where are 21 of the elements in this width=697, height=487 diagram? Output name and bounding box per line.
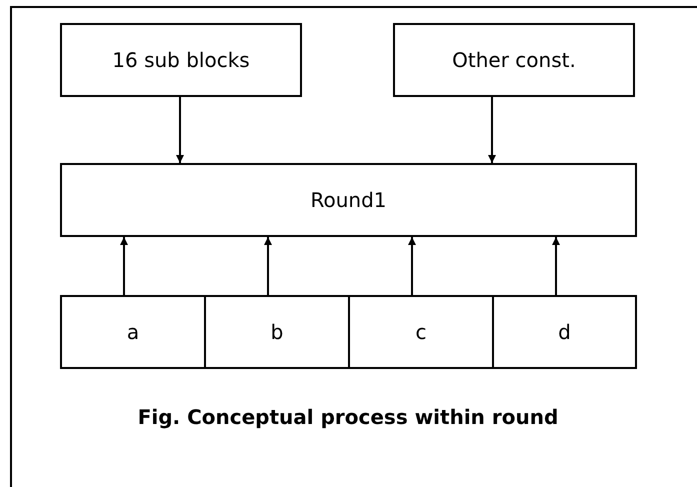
process-box — [393, 23, 635, 97]
box-label: 16 sub blocks — [112, 48, 250, 72]
arrow — [552, 237, 560, 295]
arrow — [264, 237, 272, 295]
box-label: d — [558, 320, 571, 344]
input-box — [492, 295, 637, 369]
process-box — [60, 23, 302, 97]
arrow — [176, 97, 184, 163]
process-box — [60, 163, 637, 237]
figure-caption: Fig. Conceptual process within round — [136, 405, 560, 429]
box-label: Round1 — [310, 188, 386, 212]
arrow — [120, 237, 128, 295]
box-label: Other const. — [452, 48, 576, 72]
input-box — [204, 295, 350, 369]
box-label: b — [270, 320, 284, 344]
arrow — [488, 97, 496, 163]
input-box — [348, 295, 494, 369]
box-label: a — [126, 320, 140, 344]
box-label: c — [416, 320, 426, 344]
arrow — [408, 237, 416, 295]
input-box — [60, 295, 206, 369]
